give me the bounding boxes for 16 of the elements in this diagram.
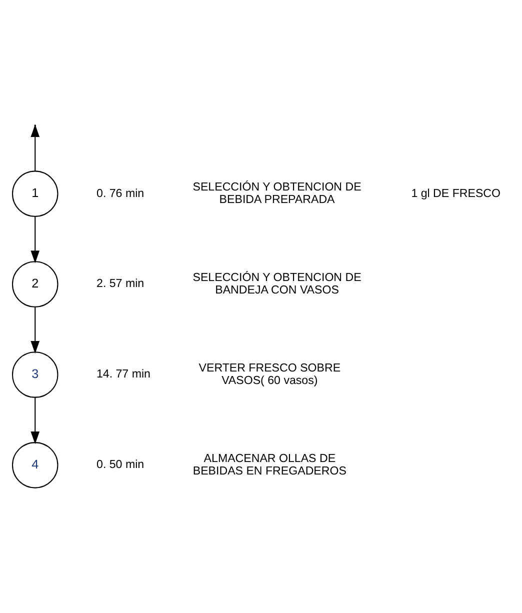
arrow <box>30 216 40 264</box>
node-circle: 1 <box>12 170 58 217</box>
label: SELECCIÓN Y OBTENCION DE BEBIDA PREPARADA <box>192 181 362 206</box>
node-label: 14. 77 min <box>96 368 150 381</box>
node-circle: 3 <box>12 352 58 398</box>
node-label: 0. 76 min <box>96 188 144 200</box>
label: ALMACENAR OLLAS DE BEBIDAS EN FREGADEROS <box>192 452 346 478</box>
node-label: 0. 50 min <box>96 459 144 472</box>
node-circle: 4 <box>12 442 58 488</box>
arrow <box>30 307 40 354</box>
node-circle: 2 <box>12 261 58 308</box>
label: 1 gl DE FRESCO <box>411 188 501 200</box>
node-label: 2. 57 min <box>96 278 144 290</box>
label: VERTER FRESCO SOBRE VASOS( 60 vasos) <box>198 362 341 387</box>
label: SELECCIÓN Y OBTENCION DE BANDEJA CON VASOS <box>192 272 362 297</box>
arrow <box>30 398 40 444</box>
